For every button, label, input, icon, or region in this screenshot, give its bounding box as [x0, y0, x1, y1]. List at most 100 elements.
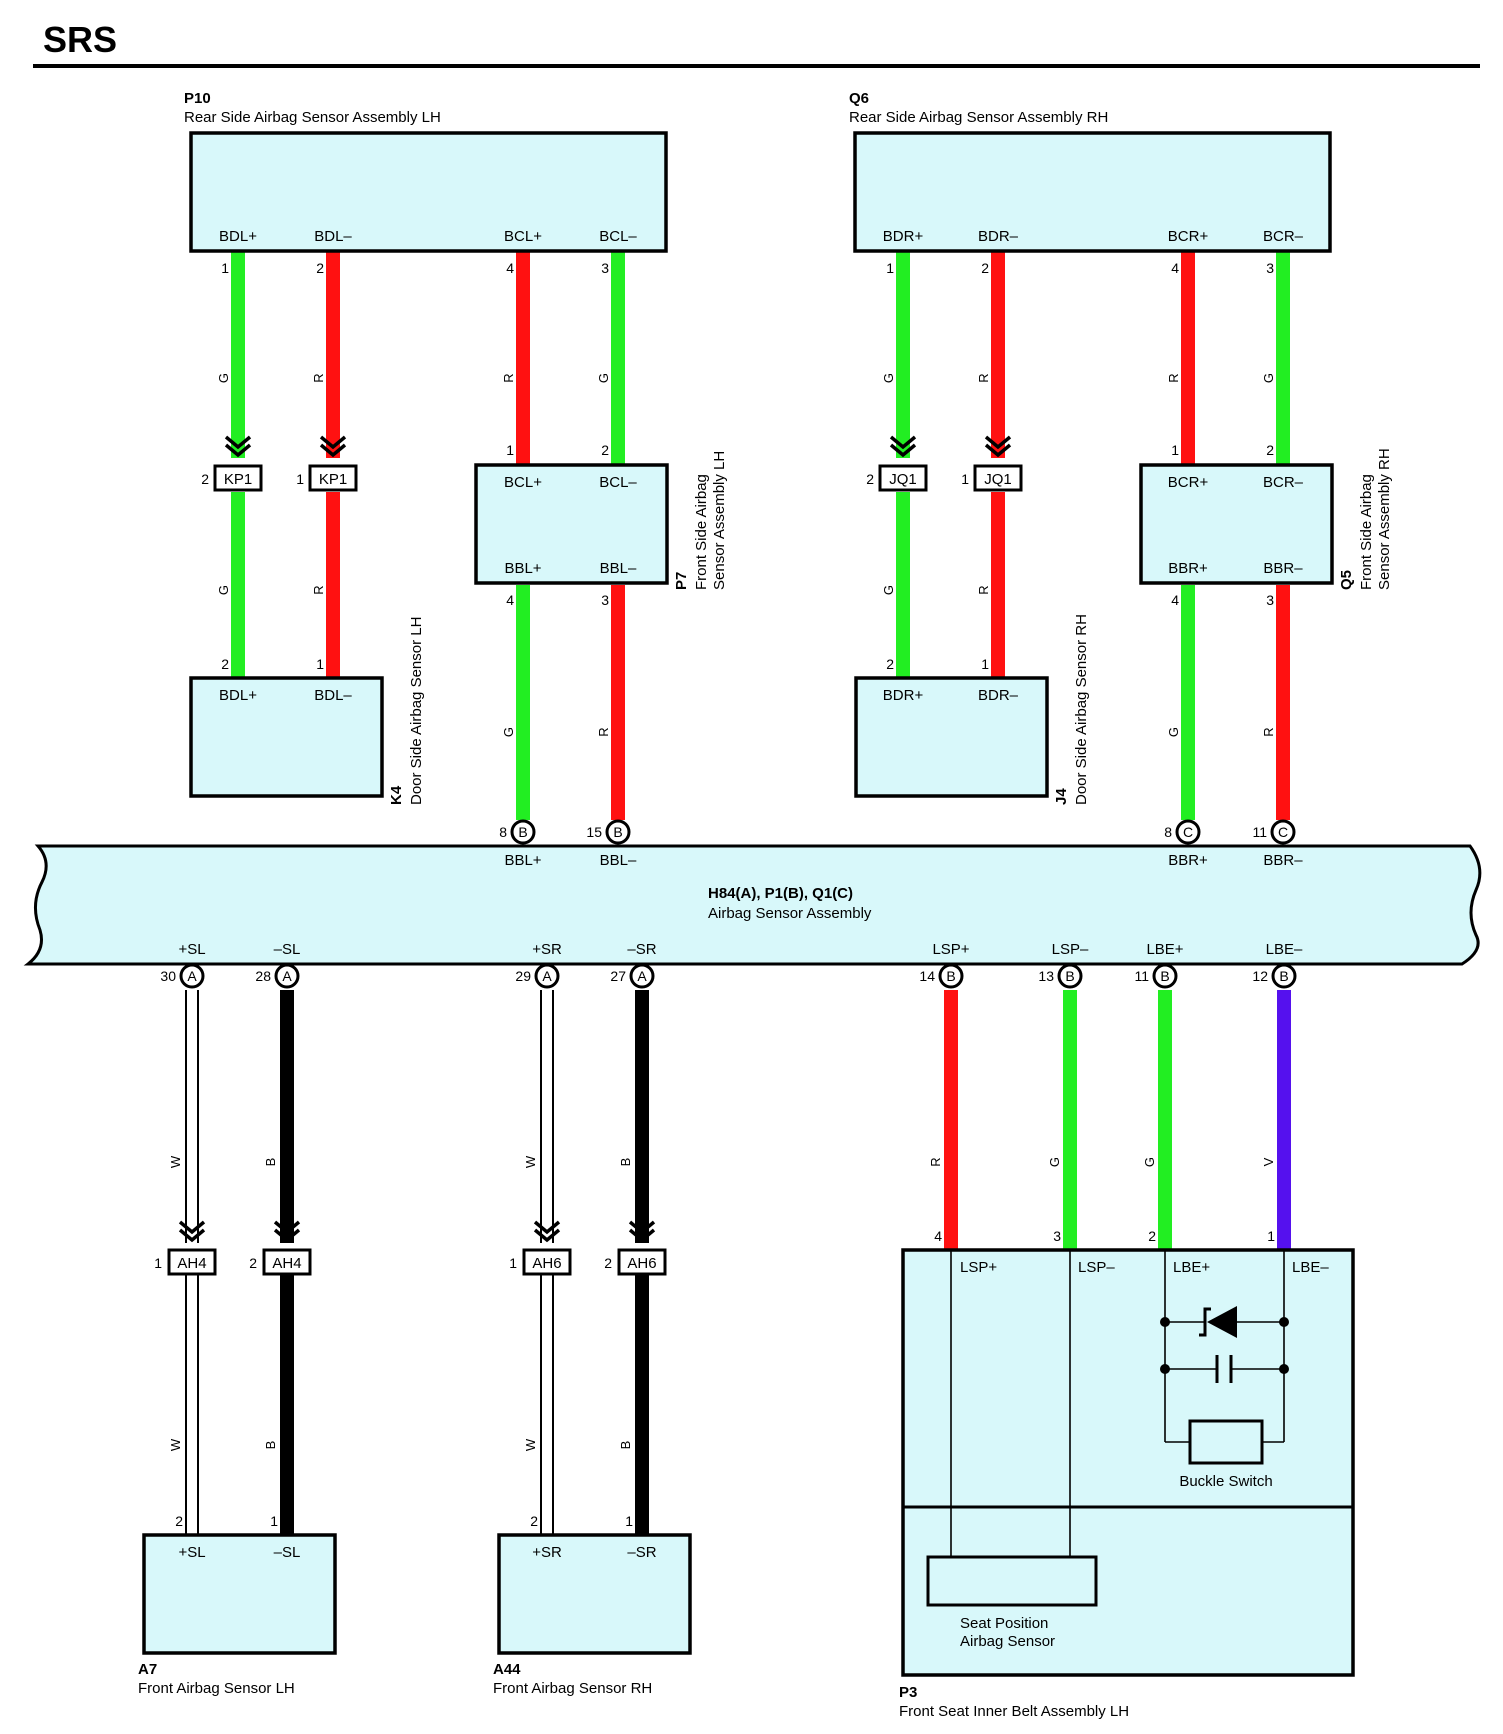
seat-sensor-label: Airbag Sensor — [960, 1633, 1055, 1650]
component-id: H84(A), P1(B), Q1(C) — [708, 885, 853, 902]
terminal-label: LBE+ — [1173, 1259, 1210, 1276]
terminal-label: LBE– — [1292, 1259, 1329, 1276]
component-name: Sensor Assembly RH — [1376, 448, 1393, 590]
connector-kp1-left: KP1 2 — [201, 435, 263, 492]
wire-code: R — [1261, 727, 1276, 736]
connector-circle — [534, 963, 560, 989]
pin-number: 4 — [506, 592, 514, 608]
connector-letter: B — [1160, 968, 1169, 984]
connector-kp1-right: KP1 1 — [296, 435, 358, 492]
terminal-label: BDL– — [314, 228, 352, 245]
component-id: J4 — [1053, 788, 1070, 805]
connector-letter: B — [946, 968, 955, 984]
wire-code: R — [1166, 373, 1181, 382]
wire-code: G — [1047, 1157, 1062, 1167]
component-p10: P10 Rear Side Airbag Sensor Assembly LH … — [184, 90, 668, 276]
buckle-switch-circuit: Buckle Switch — [1160, 1250, 1289, 1490]
pin-number: 11 — [1134, 968, 1149, 984]
pin-number: 12 — [1252, 968, 1268, 984]
pin-number: 2 — [604, 1255, 612, 1271]
connector-letter: B — [1065, 968, 1074, 984]
connector-circle — [179, 963, 205, 989]
terminal-label: BDR+ — [883, 687, 924, 704]
pin-number: 2 — [1266, 442, 1274, 458]
pin-number: 3 — [1053, 1228, 1061, 1244]
wire-code: G — [881, 585, 896, 595]
component-name: Front Seat Inner Belt Assembly LH — [899, 1703, 1129, 1720]
wire-color-codes: G R R G G R G R G R R G G R G R W B W B … — [168, 373, 1276, 1451]
wire-code: R — [976, 585, 991, 594]
component-q5: 1 2 BCR+ BCR– BBR+ BBR– 4 3 Q5 Front Sid… — [1139, 442, 1393, 608]
pin-number: 4 — [506, 260, 514, 276]
wire-code: W — [523, 1155, 538, 1168]
connector-letter: B — [518, 824, 527, 840]
terminal-label: –SL — [274, 1544, 301, 1561]
pin-number: 14 — [919, 968, 935, 984]
wire-code: R — [596, 727, 611, 736]
component-box — [189, 676, 384, 798]
pin-number: 1 — [1171, 442, 1179, 458]
connector-label: KP1 — [224, 471, 252, 488]
component-name: Front Side Airbag — [1358, 474, 1375, 590]
pin-number: 2 — [981, 260, 989, 276]
terminal-label: –SR — [627, 1544, 656, 1561]
page-title: SRS — [43, 19, 117, 60]
component-name: Rear Side Airbag Sensor Assembly LH — [184, 109, 441, 126]
component-id: A44 — [493, 1661, 521, 1678]
pin-number: 4 — [934, 1228, 942, 1244]
connector-box — [617, 1248, 667, 1276]
pin-number: 2 — [1148, 1228, 1156, 1244]
component-box — [1139, 463, 1334, 585]
connector-letter: A — [542, 968, 552, 984]
terminal-label: –SL — [274, 941, 301, 958]
component-box — [901, 1248, 1355, 1677]
wire-code: V — [1261, 1157, 1276, 1166]
terminal-label: BDL– — [314, 687, 352, 704]
wire-code: R — [928, 1157, 943, 1166]
pin-number: 11 — [1252, 824, 1267, 840]
pin-number: 8 — [499, 824, 507, 840]
component-name: Front Side Airbag — [693, 474, 710, 590]
pin-number: 27 — [610, 968, 626, 984]
connector-box — [973, 464, 1023, 492]
terminal-label: LSP+ — [932, 941, 969, 958]
pin-number: 13 — [1038, 968, 1054, 984]
connector-label: AH4 — [177, 1255, 206, 1272]
pin-number: 2 — [221, 656, 229, 672]
zener-diode-icon — [1207, 1306, 1237, 1338]
pin-number: 2 — [249, 1255, 257, 1271]
main-bottom-connectors: A 30 A 28 A 29 A 27 B 14 B 13 B 11 B 12 — [160, 963, 1297, 989]
terminal-label: +SL — [178, 941, 205, 958]
component-name: Airbag Sensor Assembly — [708, 905, 872, 922]
component-box — [189, 131, 668, 253]
seat-position-sensor — [926, 1555, 1098, 1607]
connector-ah6-right: AH6 2 — [604, 1220, 667, 1276]
connector-circle — [629, 963, 655, 989]
connector-circle — [605, 819, 631, 845]
connector-box — [167, 1248, 217, 1276]
connector-box — [522, 1248, 572, 1276]
component-main-airbag-sensor: H84(A), P1(B), Q1(C) Airbag Sensor Assem… — [23, 844, 1482, 966]
component-id: A7 — [138, 1661, 157, 1678]
terminal-label: BCL+ — [504, 228, 542, 245]
pin-number: 1 — [506, 442, 514, 458]
pin-number: 2 — [316, 260, 324, 276]
wire-code: B — [263, 1158, 278, 1167]
pin-number: 2 — [175, 1513, 183, 1529]
connector-ah6-left: AH6 1 — [509, 1220, 572, 1276]
wire-code: R — [976, 373, 991, 382]
connector-label: JQ1 — [889, 471, 917, 488]
connector-box — [878, 464, 928, 492]
terminal-label: BCR– — [1263, 474, 1304, 491]
terminal-label: LBE– — [1266, 941, 1303, 958]
pin-number: 3 — [601, 260, 609, 276]
seat-sensor-label: Seat Position — [960, 1615, 1048, 1632]
terminal-label: BCR+ — [1168, 228, 1209, 245]
component-name: Sensor Assembly LH — [711, 451, 728, 590]
component-id: P10 — [184, 90, 211, 107]
component-box — [23, 844, 1482, 966]
pin-number: 1 — [886, 260, 894, 276]
wire-code: G — [1142, 1157, 1157, 1167]
terminal-label: LBE+ — [1146, 941, 1183, 958]
component-name: Front Airbag Sensor RH — [493, 1680, 652, 1697]
